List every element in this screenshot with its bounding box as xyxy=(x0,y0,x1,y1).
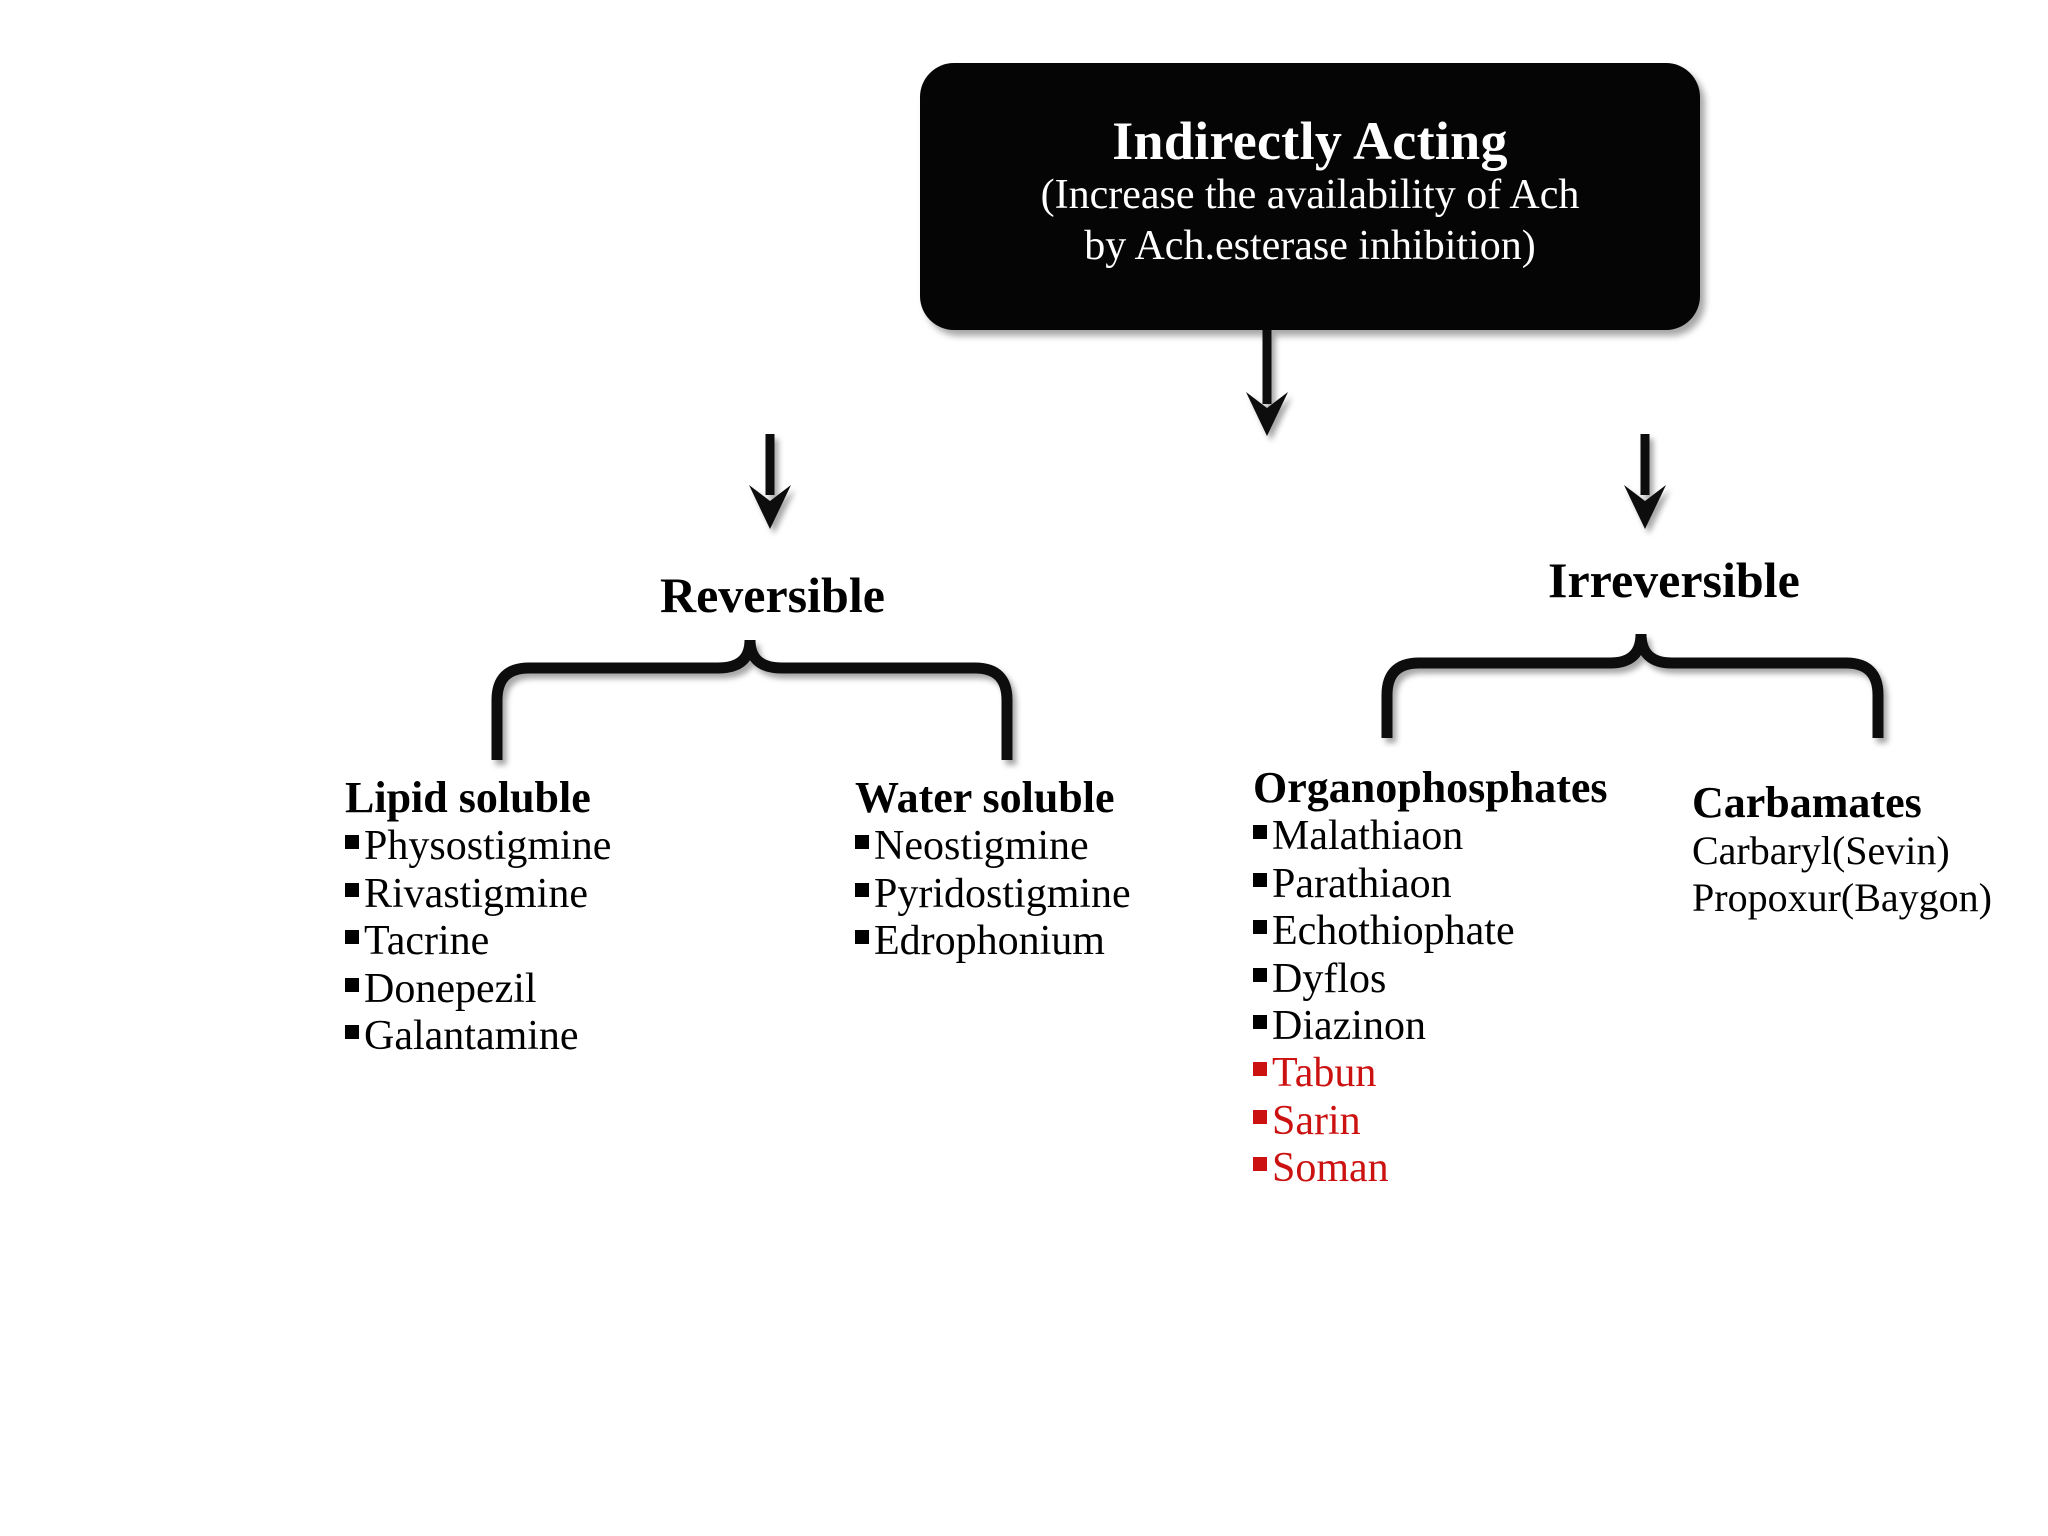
drug-item-label: Dyflos xyxy=(1272,955,1387,1002)
category-heading: Carbamates xyxy=(1692,778,1922,827)
drug-item: Dyflos xyxy=(1253,956,1608,1003)
square-bullet-icon xyxy=(345,882,359,897)
drug-item: Carbaryl(Sevin) xyxy=(1692,828,1992,875)
arrow-to-irreversible xyxy=(1624,434,1666,529)
square-bullet-icon xyxy=(345,1025,359,1039)
drug-item-label: Diazinon xyxy=(1272,1003,1426,1049)
brace-irreversible xyxy=(1381,633,1884,738)
drug-list: Carbaryl(Sevin)Propoxur(Baygon) xyxy=(1692,828,1992,922)
drug-item-label: Tabun xyxy=(1272,1050,1377,1097)
drug-item: Parathiaon xyxy=(1253,861,1608,908)
drug-item-label: Rivastigmine xyxy=(364,870,588,917)
brace-reversible xyxy=(491,639,1013,760)
drug-item-label: Edrophonium xyxy=(874,918,1105,965)
drug-item-label: Malathiaon xyxy=(1272,813,1464,860)
root-node-subtitle-line-2: by Ach.esterase inhibition) xyxy=(1084,223,1536,270)
drug-item-label: Soman xyxy=(1272,1145,1389,1192)
root-node-subtitle-line-1: (Increase the availability of Ach xyxy=(1040,171,1580,218)
root-node-title: Indirectly Acting xyxy=(1112,110,1508,171)
square-bullet-icon xyxy=(855,882,869,897)
root-node-indirectly-acting: Indirectly Acting (Increase the availabi… xyxy=(920,63,1700,330)
square-bullet-icon xyxy=(1253,920,1267,935)
category-heading: Water soluble xyxy=(855,773,1115,822)
square-bullet-icon xyxy=(1253,1062,1267,1077)
drug-item-label: Donepezil xyxy=(364,965,537,1012)
drug-item: Soman xyxy=(1253,1145,1608,1192)
drug-item: Neostigmine xyxy=(855,823,1131,870)
drug-item: Malathiaon xyxy=(1253,813,1608,860)
branch-label-irreversible: Irreversible xyxy=(1548,552,1800,608)
square-bullet-icon xyxy=(855,930,869,945)
category-heading: Lipid soluble xyxy=(345,773,591,822)
drug-item: Pyridostigmine xyxy=(855,871,1131,918)
square-bullet-icon xyxy=(1253,872,1267,887)
square-bullet-icon xyxy=(1253,825,1267,840)
drug-item-label: Physostigmine xyxy=(364,823,612,870)
drug-item: Sarin xyxy=(1253,1098,1608,1145)
drug-item: Rivastigmine xyxy=(345,871,611,918)
drug-item-label: Neostigmine xyxy=(874,823,1089,870)
drug-item: Physostigmine xyxy=(345,823,611,870)
square-bullet-icon xyxy=(1253,967,1267,982)
drug-item-label: Tacrine xyxy=(364,918,490,965)
square-bullet-icon xyxy=(345,835,359,850)
arrow-to-reversible xyxy=(749,434,791,529)
arrow-root-to-split xyxy=(1246,330,1288,436)
square-bullet-icon xyxy=(1253,1157,1267,1172)
drug-item-label: Echothiophate xyxy=(1272,908,1515,955)
drug-item: Tabun xyxy=(1253,1050,1608,1097)
drug-item-label: Sarin xyxy=(1272,1097,1361,1144)
category-column-carbamates: Carbamates Carbaryl(Sevin)Propoxur(Baygo… xyxy=(1692,778,1992,922)
drug-item-label: Pyridostigmine xyxy=(874,870,1131,917)
square-bullet-icon xyxy=(1253,1109,1267,1124)
square-bullet-icon xyxy=(345,930,359,945)
square-bullet-icon xyxy=(1253,1015,1267,1029)
square-bullet-icon xyxy=(345,977,359,992)
branch-label-reversible: Reversible xyxy=(660,567,885,623)
drug-item: Echothiophate xyxy=(1253,908,1608,955)
drug-item: Galantamine xyxy=(345,1013,611,1060)
category-heading: Organophosphates xyxy=(1253,763,1608,812)
drug-item: Tacrine xyxy=(345,918,611,965)
drug-item: Propoxur(Baygon) xyxy=(1692,875,1992,922)
drug-item: Diazinon xyxy=(1253,1003,1608,1050)
drug-item-label: Propoxur(Baygon) xyxy=(1692,874,1992,920)
drug-item-label: Carbaryl(Sevin) xyxy=(1692,828,1950,874)
drug-item: Donepezil xyxy=(345,966,611,1013)
drug-item-label: Parathiaon xyxy=(1272,860,1452,907)
drug-item: Edrophonium xyxy=(855,918,1131,965)
square-bullet-icon xyxy=(855,835,869,850)
drug-item-label: Galantamine xyxy=(364,1013,579,1059)
